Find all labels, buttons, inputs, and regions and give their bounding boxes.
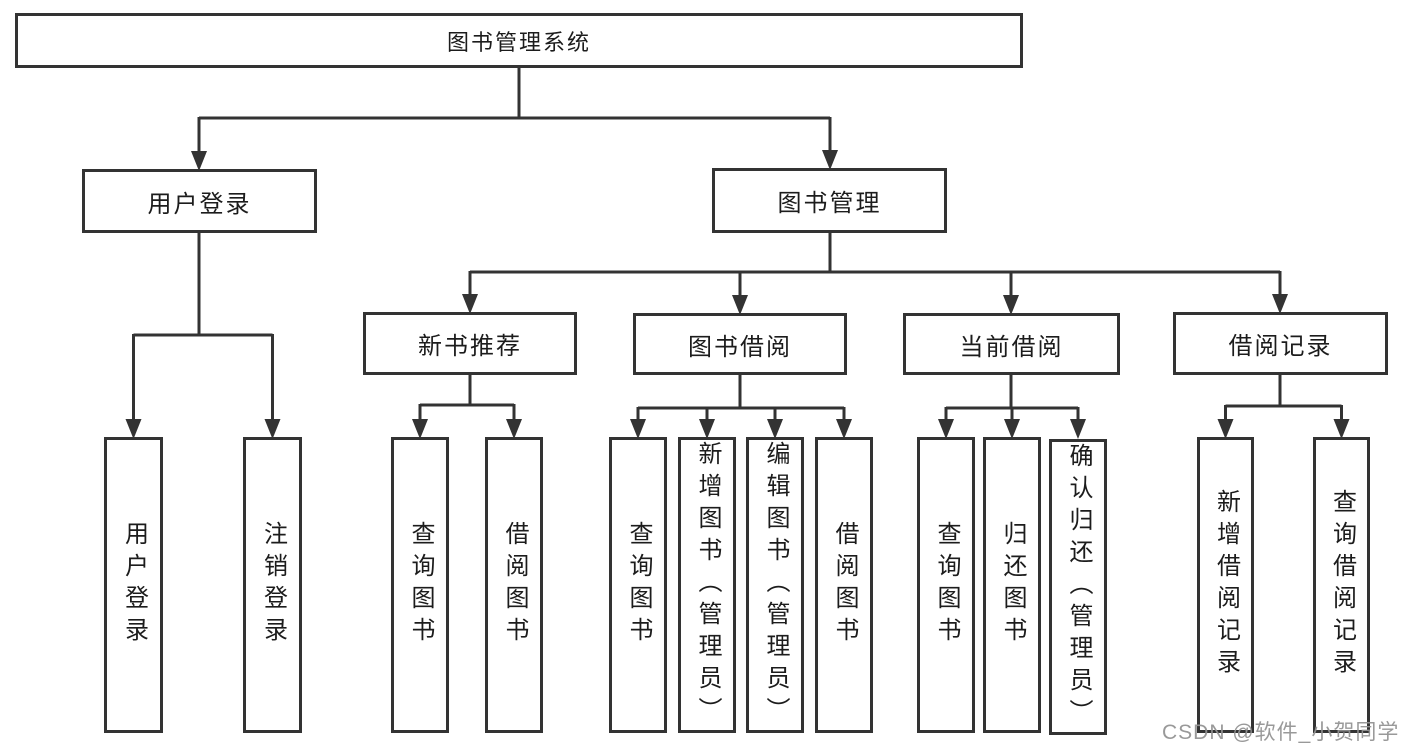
leaf-br-add-record-label: 新增借阅记录 — [1212, 489, 1240, 681]
node-book-borrow: 图书借阅 — [633, 313, 847, 375]
leaf-bb-edit-book-admin-label: 编辑图书（管理员） — [762, 441, 789, 729]
leaf-bb-borrow-book-label: 借阅图书 — [831, 521, 858, 649]
leaf-bb-edit-book-admin: 编辑图书（管理员） — [746, 437, 804, 733]
leaf-bb-query-book-label: 查询图书 — [625, 521, 652, 649]
csdn-watermark: CSDN @软件_小贺同学 — [1162, 721, 1400, 744]
arrowhead-icons — [125, 150, 1350, 439]
leaf-cb-return-book-label: 归还图书 — [999, 521, 1026, 649]
leaf-user-login: 用户登录 — [104, 437, 163, 733]
leaf-br-add-record: 新增借阅记录 — [1197, 437, 1254, 733]
leaf-user-login-label: 用户登录 — [120, 521, 148, 649]
node-user-login: 用户登录 — [82, 169, 317, 233]
leaf-br-query-record-label: 查询借阅记录 — [1328, 489, 1356, 681]
leaf-cb-confirm-return-admin: 确认归还（管理员） — [1049, 439, 1107, 735]
leaf-nbr-query-book-label: 查询图书 — [407, 521, 434, 649]
leaf-cb-query-book-label: 查询图书 — [933, 521, 960, 649]
node-root: 图书管理系统 — [15, 13, 1023, 68]
leaf-cb-return-book: 归还图书 — [983, 437, 1041, 733]
leaf-nbr-query-book: 查询图书 — [391, 437, 449, 733]
leaf-cb-confirm-return-admin-label: 确认归还（管理员） — [1065, 443, 1092, 731]
leaf-bb-query-book: 查询图书 — [609, 437, 667, 733]
leaf-br-query-record: 查询借阅记录 — [1313, 437, 1370, 733]
leaf-nbr-borrow-book: 借阅图书 — [485, 437, 543, 733]
leaf-logout: 注销登录 — [243, 437, 302, 733]
node-new-book-rec: 新书推荐 — [363, 312, 577, 375]
leaf-bb-add-book-admin: 新增图书（管理员） — [678, 437, 736, 733]
leaf-bb-add-book-admin-label: 新增图书（管理员） — [694, 441, 721, 729]
node-book-mgmt: 图书管理 — [712, 168, 947, 233]
node-current-borrow: 当前借阅 — [903, 313, 1120, 375]
leaf-logout-label: 注销登录 — [259, 521, 287, 649]
leaf-bb-borrow-book: 借阅图书 — [815, 437, 873, 733]
leaf-cb-query-book: 查询图书 — [917, 437, 975, 733]
node-borrow-records: 借阅记录 — [1173, 312, 1388, 375]
leaf-nbr-borrow-book-label: 借阅图书 — [501, 521, 528, 649]
